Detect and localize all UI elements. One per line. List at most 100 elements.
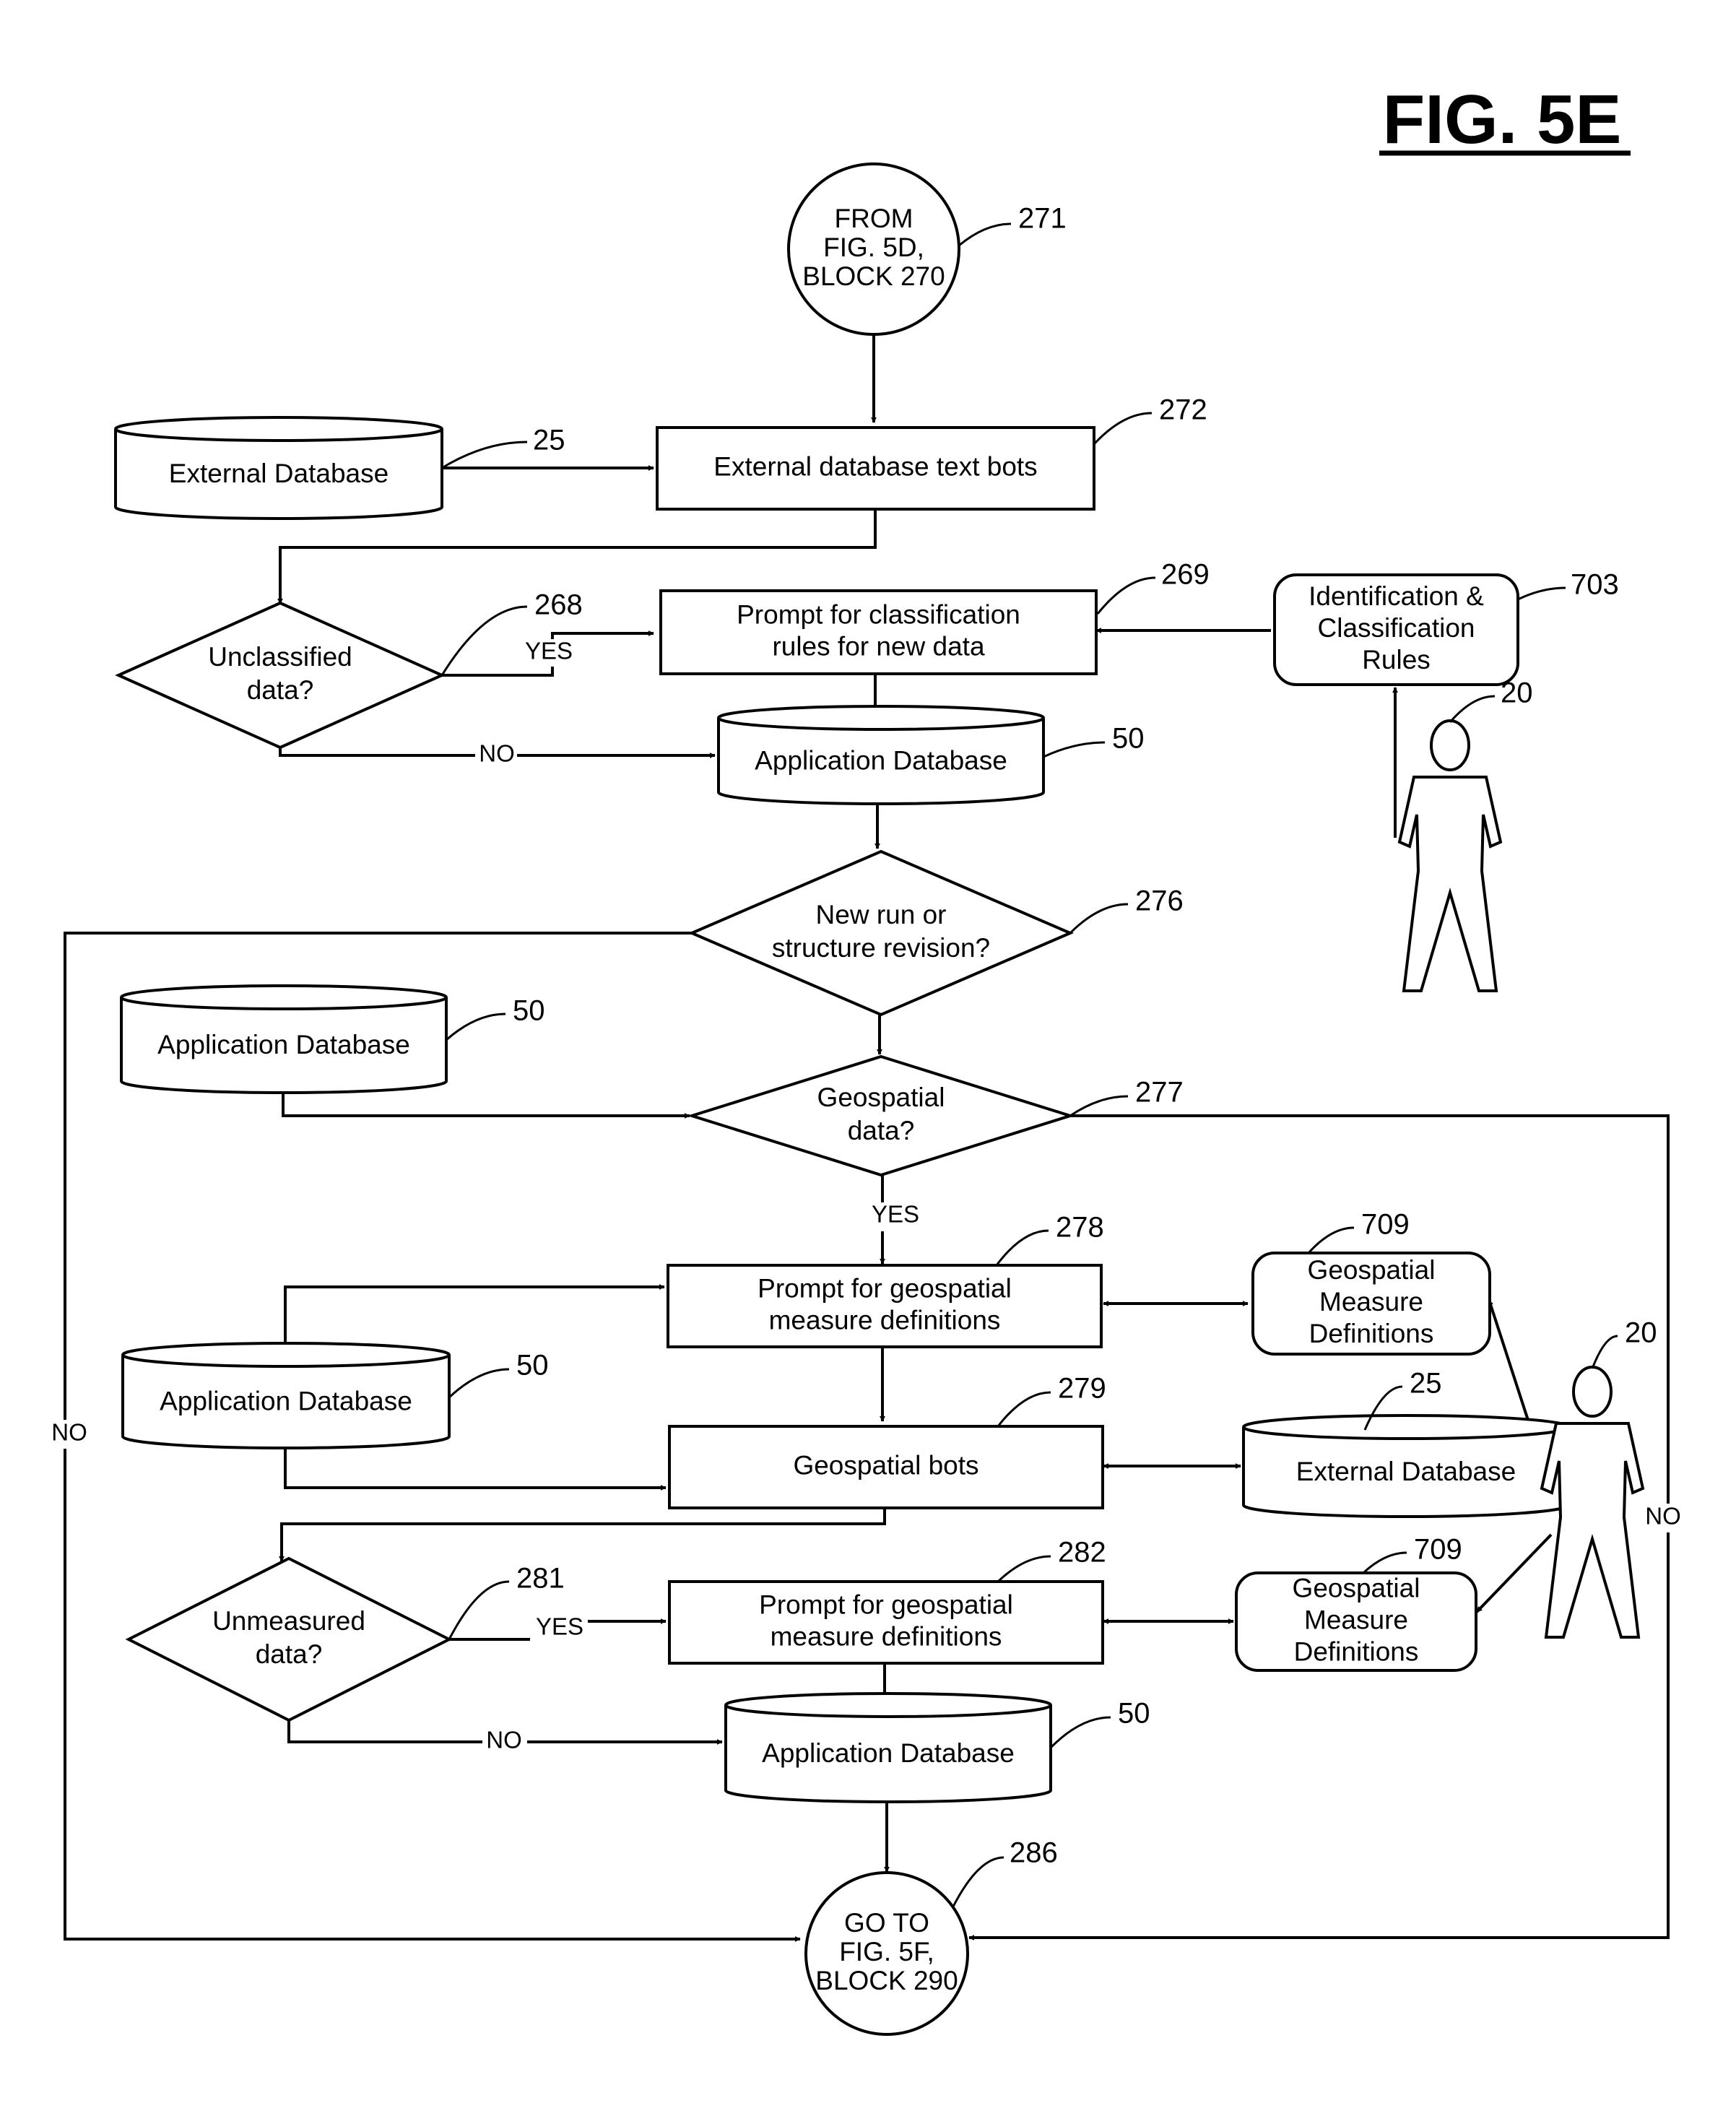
id-rules-text: Classification bbox=[1318, 613, 1475, 643]
prompt-geo-1-text: Prompt for geospatial bbox=[758, 1273, 1012, 1303]
geo-defs-2-block: GeospatialMeasureDefinitions bbox=[1236, 1573, 1476, 1670]
geospatial-decision: Geospatial data? bbox=[692, 1057, 1070, 1175]
geo-defs-2-text: Measure bbox=[1304, 1605, 1408, 1634]
id-rules-ref: 703 bbox=[1518, 569, 1619, 601]
yes-label-268: YES bbox=[525, 638, 573, 664]
ext-db-2-database: External Database bbox=[1244, 1415, 1568, 1517]
ext-db-1-ref: 25 bbox=[442, 425, 565, 468]
geo-bots-block: Geospatial bots bbox=[669, 1426, 1103, 1508]
reference-number: 709 bbox=[1414, 1534, 1462, 1566]
app-db-2-database: Application Database bbox=[121, 986, 446, 1093]
no-label-276: NO bbox=[51, 1419, 87, 1446]
app-db-2-ref: 50 bbox=[446, 995, 545, 1040]
leader-line bbox=[998, 1556, 1051, 1582]
leader-line bbox=[1094, 413, 1152, 444]
leader-line bbox=[1098, 578, 1155, 614]
unclassified-decision: Unclassifieddata? bbox=[118, 603, 442, 747]
geo-defs-2-ref: 709 bbox=[1363, 1534, 1462, 1573]
connector-end-text: GO TO bbox=[844, 1908, 929, 1938]
geospatial-text: data? bbox=[848, 1116, 915, 1145]
reference-number: 50 bbox=[1118, 1698, 1150, 1730]
app-db-3-database: Application Database bbox=[123, 1343, 449, 1448]
text-bots-block: External database text bots bbox=[657, 428, 1094, 509]
reference-number: 709 bbox=[1361, 1209, 1410, 1241]
prompt-class-text: rules for new data bbox=[772, 631, 985, 661]
geo-defs-1-text: Measure bbox=[1319, 1287, 1423, 1317]
leader-line bbox=[953, 1857, 1004, 1907]
prompt-geo-1-text: measure definitions bbox=[769, 1305, 1001, 1335]
svg-text:FIG. 5E: FIG. 5E bbox=[1383, 81, 1622, 158]
text-bots-text: External database text bots bbox=[713, 451, 1037, 481]
leader-line bbox=[1518, 588, 1566, 599]
leader-line bbox=[1592, 1336, 1618, 1369]
connector-start-text: FIG. 5D, bbox=[823, 233, 924, 262]
prompt-class-block: Prompt for classificationrules for new d… bbox=[661, 591, 1096, 674]
leader-line bbox=[1363, 1553, 1407, 1573]
geospatial-ref: 277 bbox=[1070, 1077, 1184, 1116]
reference-number: 281 bbox=[516, 1563, 565, 1595]
id-rules-text: Rules bbox=[1362, 645, 1431, 675]
reference-number: 278 bbox=[1056, 1212, 1104, 1244]
connector-start-text: BLOCK 270 bbox=[802, 261, 945, 291]
ext-db-2-text: External Database bbox=[1296, 1457, 1516, 1486]
app-db-3-text: Application Database bbox=[160, 1386, 412, 1415]
no-label-281: NO bbox=[486, 1727, 522, 1753]
id-rules-text: Identification & bbox=[1308, 581, 1484, 611]
geo-bots-text: Geospatial bots bbox=[793, 1450, 978, 1480]
geo-defs-2-text: Definitions bbox=[1294, 1636, 1419, 1666]
connector-start-circle: FROMFIG. 5D,BLOCK 270 bbox=[789, 164, 959, 334]
app-db-4-database: Application Database bbox=[726, 1694, 1051, 1802]
unmeasured-text: Unmeasured bbox=[212, 1606, 365, 1636]
ext-db-1-database: External Database bbox=[116, 417, 442, 519]
app-db-1-text: Application Database bbox=[755, 745, 1007, 775]
leader-line bbox=[1070, 1096, 1128, 1116]
prompt-geo-2-block: Prompt for geospatialmeasure definitions bbox=[669, 1582, 1103, 1663]
reference-number: 276 bbox=[1135, 885, 1184, 917]
prompt-class-text: Prompt for classification bbox=[737, 599, 1020, 629]
reference-number: 50 bbox=[1112, 723, 1145, 755]
app-db-1-database: Application Database bbox=[719, 706, 1043, 804]
user-2-ref: 20 bbox=[1592, 1317, 1657, 1369]
app-db-3-ref: 50 bbox=[449, 1350, 549, 1397]
leader-line bbox=[1070, 904, 1128, 933]
unmeasured-text: data? bbox=[256, 1639, 323, 1669]
text-bots-ref: 272 bbox=[1094, 394, 1207, 444]
prompt-geo-2-text: Prompt for geospatial bbox=[759, 1590, 1013, 1619]
connector-start-text: FROM bbox=[835, 204, 913, 233]
prompt-geo-1-block: Prompt for geospatialmeasure definitions bbox=[668, 1265, 1101, 1347]
figure-title: FIG. 5E bbox=[1379, 81, 1631, 158]
leader-line bbox=[997, 1231, 1049, 1265]
unclassified-text: data? bbox=[247, 675, 314, 705]
leader-line bbox=[1043, 742, 1105, 757]
app-db-4-ref: 50 bbox=[1051, 1698, 1150, 1748]
new-run-ref: 276 bbox=[1070, 885, 1184, 933]
app-db-2-text: Application Database bbox=[157, 1030, 410, 1059]
reference-number: 279 bbox=[1058, 1373, 1106, 1405]
leader-line bbox=[446, 1014, 505, 1040]
reference-number: 25 bbox=[533, 425, 565, 456]
connector-end-text: BLOCK 290 bbox=[815, 1966, 958, 1995]
reference-number: 50 bbox=[516, 1350, 549, 1382]
reference-number: 269 bbox=[1161, 559, 1210, 591]
leader-line bbox=[442, 607, 527, 675]
leader-line bbox=[998, 1392, 1051, 1426]
prompt-class-ref: 269 bbox=[1098, 559, 1210, 614]
leader-line bbox=[449, 1369, 509, 1397]
yes-label-281: YES bbox=[536, 1613, 583, 1640]
leader-line bbox=[959, 224, 1011, 246]
reference-number: 268 bbox=[534, 589, 583, 621]
reference-number: 286 bbox=[1010, 1837, 1058, 1869]
prompt-geo-1-ref: 278 bbox=[997, 1212, 1104, 1265]
reference-number: 272 bbox=[1159, 394, 1207, 426]
geo-defs-1-text: Geospatial bbox=[1308, 1255, 1436, 1285]
app-db-4-text: Application Database bbox=[762, 1738, 1015, 1768]
leader-line bbox=[442, 442, 527, 468]
connector-end-circle: GO TOFIG. 5F,BLOCK 290 bbox=[806, 1873, 968, 2034]
reference-number: 25 bbox=[1410, 1368, 1442, 1400]
geospatial-text: Geospatial bbox=[817, 1083, 945, 1112]
no-label-268: NO bbox=[479, 740, 515, 767]
reference-number: 703 bbox=[1571, 569, 1619, 601]
connector-end-ref: 286 bbox=[953, 1837, 1058, 1907]
leader-line bbox=[1308, 1228, 1354, 1253]
leader-line bbox=[449, 1582, 509, 1639]
